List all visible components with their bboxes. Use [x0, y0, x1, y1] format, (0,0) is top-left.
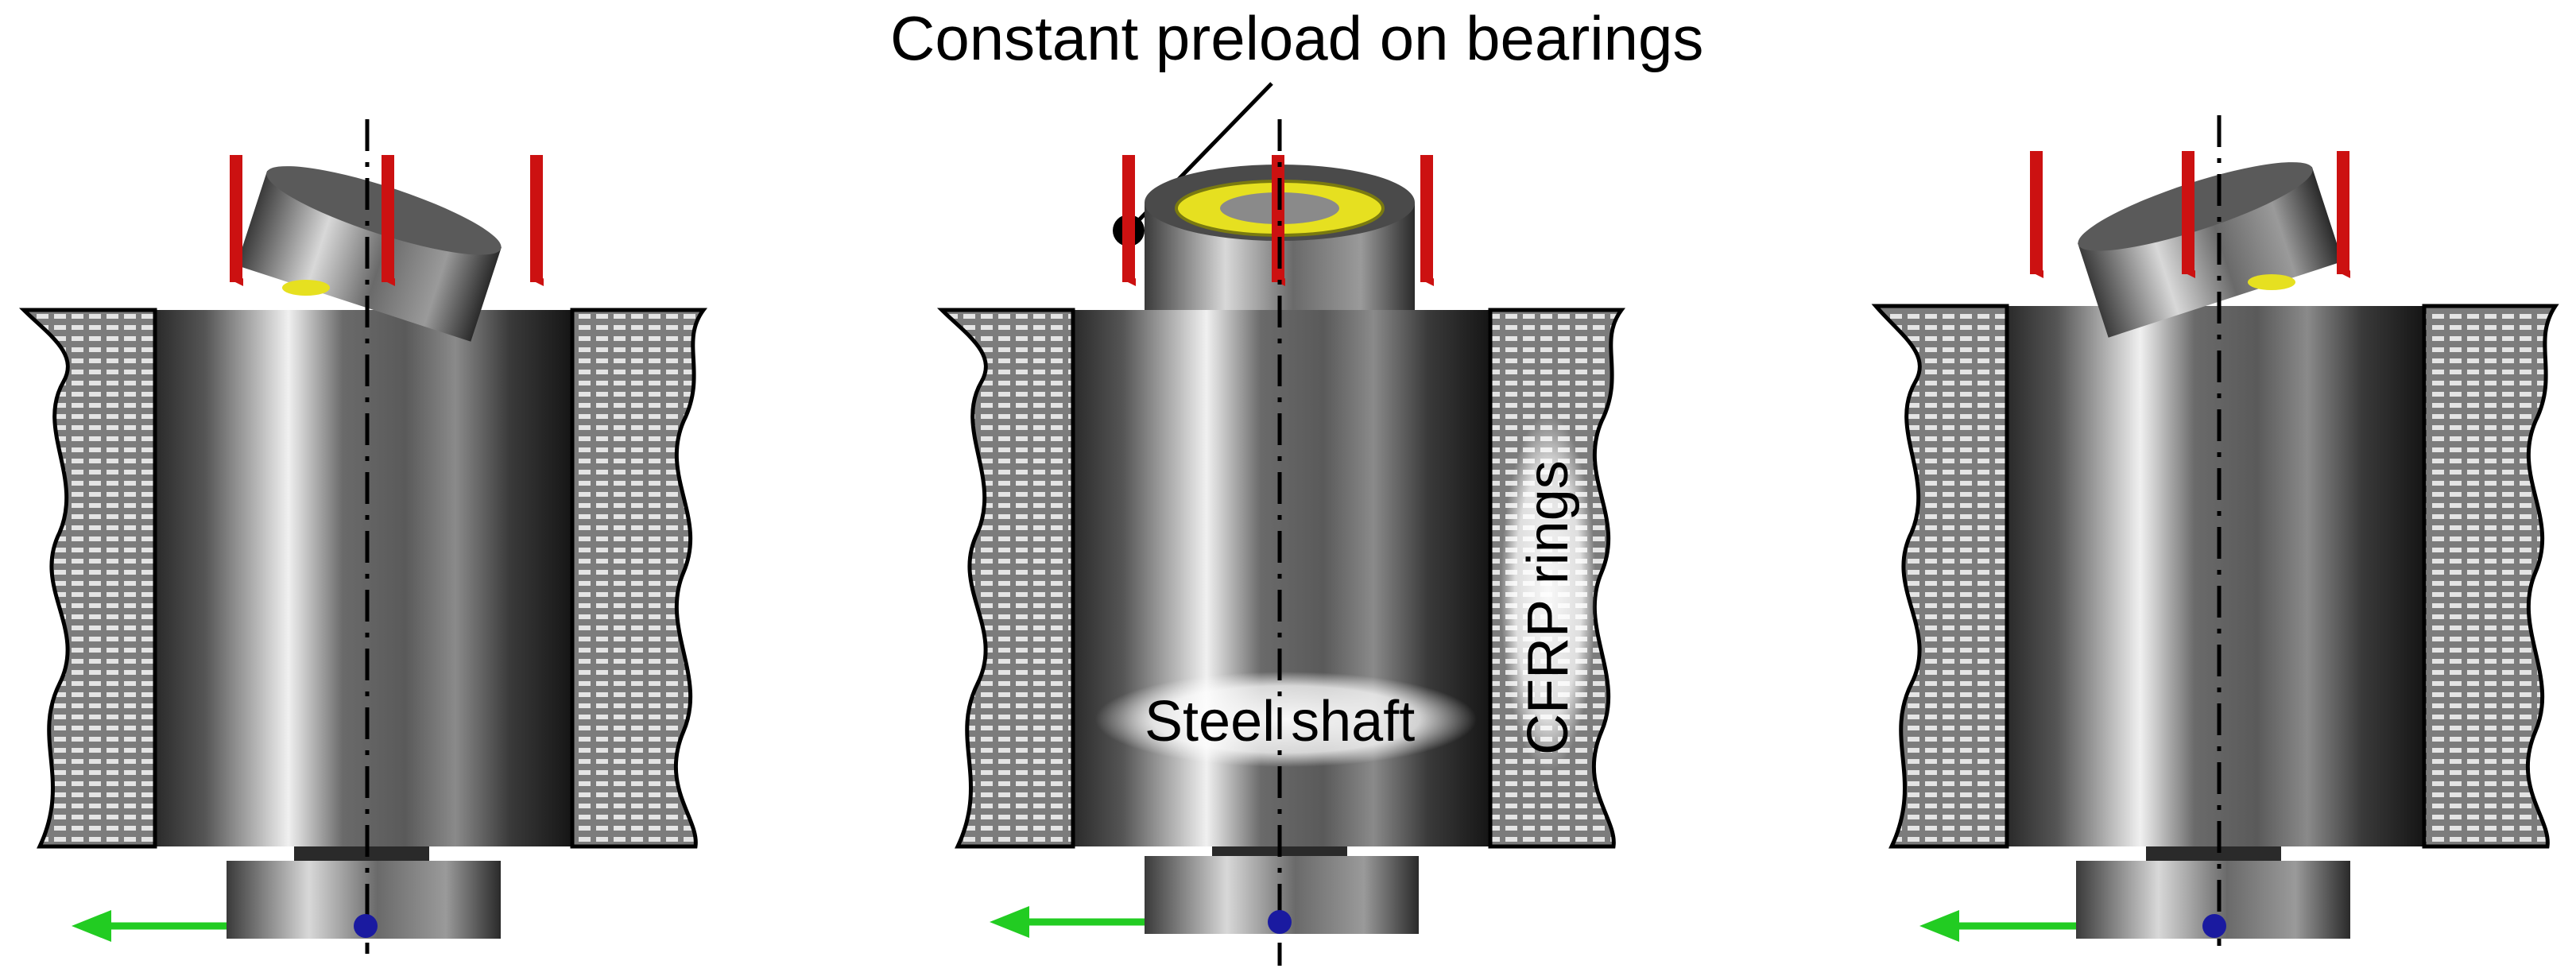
shaft-label-glow [1095, 672, 1477, 767]
direction-arrowhead [72, 910, 111, 942]
cfrp-rings-label: CFRP rings [1517, 460, 1580, 755]
shaft-neck [2146, 846, 2281, 861]
panel-left [18, 119, 707, 954]
steel-shaft [155, 310, 572, 846]
direction-arrowhead [990, 906, 1029, 938]
cfrp-ring-left [1871, 304, 2009, 849]
cfrp-ring-right [570, 308, 707, 849]
panel-right [1871, 115, 2559, 946]
upright-bearing [1145, 165, 1415, 310]
origin-marker [2202, 914, 2226, 938]
rings-label-glow [1501, 413, 1596, 771]
origin-marker [1268, 910, 1292, 934]
tilted-bearing [2078, 162, 2343, 338]
steel-shaft [2007, 306, 2424, 846]
origin-marker [354, 914, 378, 938]
cfrp-ring-left [936, 308, 1075, 849]
direction-arrowhead [1919, 910, 1959, 942]
shaft-neck [294, 846, 429, 861]
cfrp-ring-left [18, 308, 157, 849]
bearing-balls [2248, 274, 2295, 290]
cfrp-ring-right [2422, 304, 2559, 849]
bearing-balls [282, 280, 330, 296]
preload-label: Constant preload on bearings [890, 3, 1703, 73]
panel-center: Steel shaft CFRP rings [936, 119, 1625, 966]
